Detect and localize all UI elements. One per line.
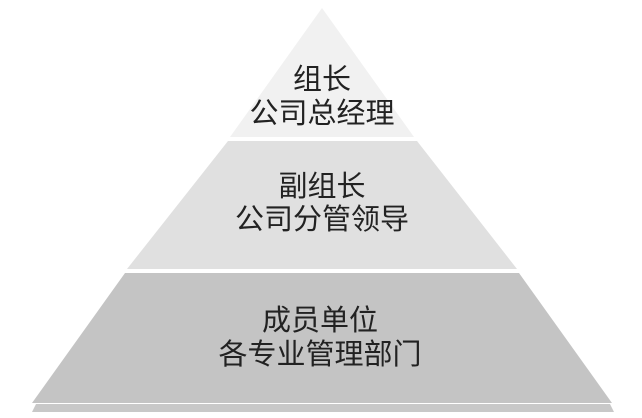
tier-middle: 副组长 公司分管领导	[127, 141, 517, 269]
tier-top: 组长 公司总经理	[230, 8, 414, 137]
tier-middle-title: 副组长	[278, 169, 365, 203]
tier-top-title: 组长	[293, 62, 351, 96]
tier-middle-subtitle: 公司分管领导	[235, 202, 409, 236]
tier-bottom-subtitle: 各专业管理部门	[218, 337, 421, 371]
tier-bottom-shape	[32, 273, 612, 403]
tier-bottom-title: 成员单位	[262, 303, 378, 337]
tier-top-subtitle: 公司总经理	[249, 96, 394, 130]
pyramid-shadow	[32, 404, 614, 412]
tier-top-shape	[230, 8, 414, 137]
tier-middle-shape	[127, 141, 517, 269]
tier-bottom: 成员单位 各专业管理部门	[32, 273, 612, 403]
